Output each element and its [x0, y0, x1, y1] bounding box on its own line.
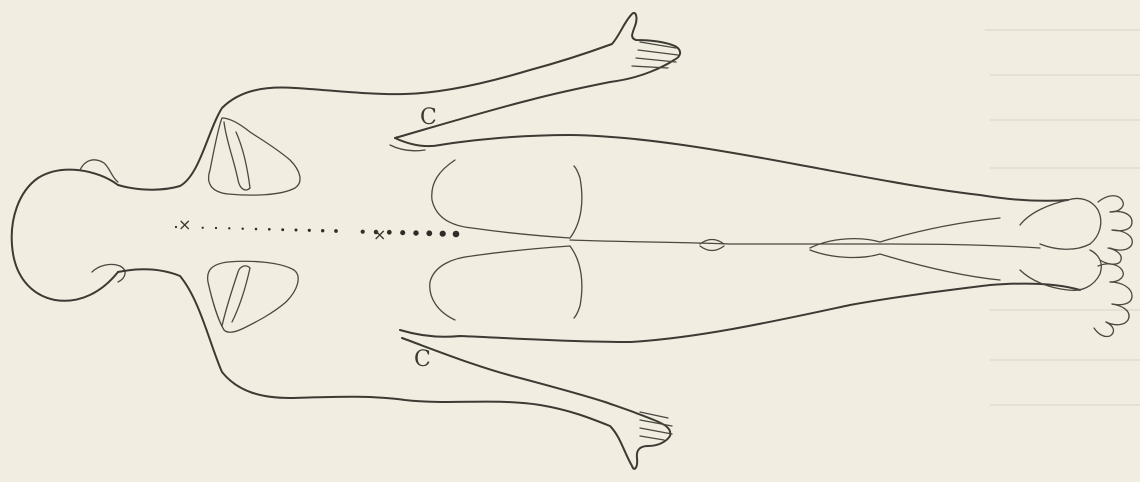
lower-arm-mark: C — [414, 347, 431, 372]
spine-dot — [295, 229, 298, 232]
spine-dot — [255, 228, 258, 231]
spine-dot — [215, 227, 217, 229]
spine-dot — [281, 228, 284, 231]
spine-dot — [426, 230, 432, 236]
spine-dot — [175, 226, 177, 228]
spine-dot — [228, 227, 230, 229]
spine-dot — [400, 230, 405, 235]
spine-dot — [334, 229, 338, 233]
upper-arm-mark: C — [420, 105, 437, 130]
upper-spine-x-marker: × — [178, 215, 191, 234]
spine-dot — [361, 230, 365, 234]
spine-dot — [413, 230, 418, 235]
spine-dot — [202, 227, 204, 229]
spine-dot — [241, 227, 243, 229]
lower-spine-x-marker: × — [373, 225, 386, 244]
spine-dot — [453, 231, 460, 238]
spine-dot — [440, 231, 446, 237]
spine-dot — [387, 230, 392, 235]
spine-dot — [268, 228, 271, 231]
spine-dot — [308, 229, 311, 232]
spine-dot — [321, 229, 324, 232]
